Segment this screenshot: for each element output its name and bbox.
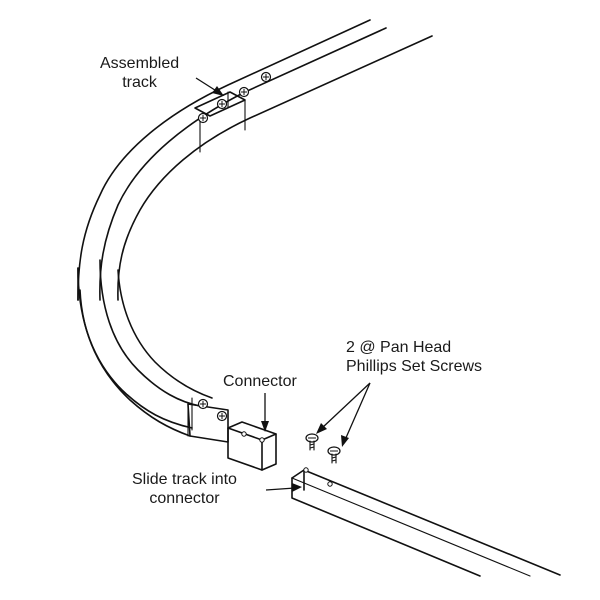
upper-screw-1 [197,112,209,124]
label-assembled-line2: track [122,74,157,91]
arrow-slide-track [265,483,302,492]
loose-screw-2 [327,446,341,464]
label-assembled-track: Assembled track [100,54,179,92]
label-assembled-line1: Assembled [100,55,180,72]
label-slide-track: Slide track into connector [132,470,237,508]
label-screws: 2 @ Pan Head Phillips Set Screws [346,338,482,376]
label-slide-line2: connector [149,490,220,507]
arrow-screw-2 [341,382,371,447]
label-screws-line2: Phillips Set Screws [346,358,483,375]
upper-screw-2 [216,98,228,110]
straight-track-segment [291,467,561,577]
upper-screw-4 [260,71,272,83]
curved-track [77,19,433,443]
arrow-assembled-track [195,77,224,96]
label-connector: Connector [223,373,297,390]
label-slide-line1: Slide track into [132,471,237,488]
label-screws-line1: 2 @ Pan Head [346,339,452,356]
lower-screw-2 [216,410,228,422]
upper-screw-3 [238,86,250,98]
arrow-connector [261,393,269,432]
connector-piece [227,421,277,471]
loose-screw-1 [305,433,319,451]
lower-screw-1 [197,398,209,410]
arrow-screw-1 [316,382,371,434]
